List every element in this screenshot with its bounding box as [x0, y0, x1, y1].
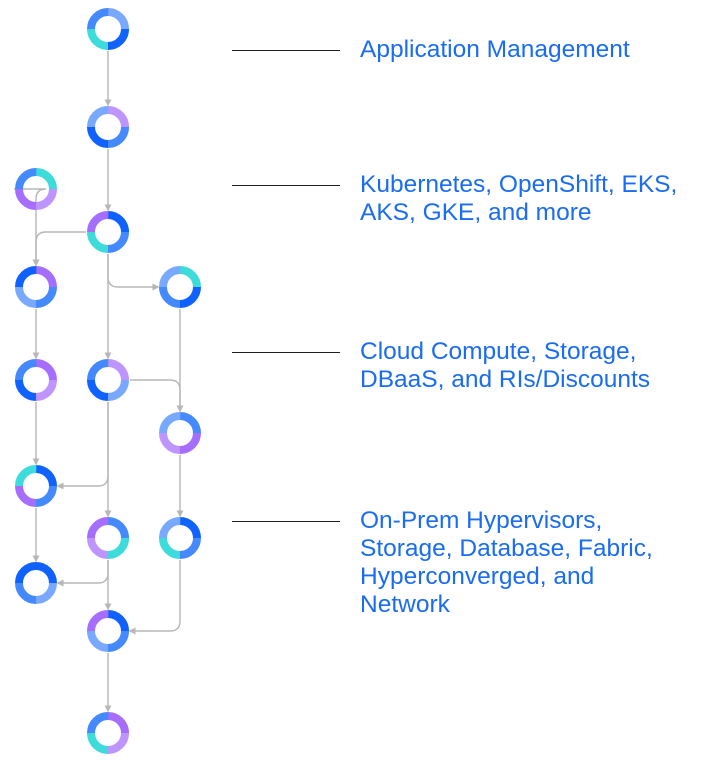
ring-node-icon [87, 106, 129, 148]
ring-node-icon [159, 517, 201, 559]
ring-segment [107, 106, 129, 128]
ring-segment [107, 537, 129, 559]
ring-segment [87, 732, 109, 754]
leader-line [232, 521, 340, 522]
ring-node-icon [15, 359, 57, 401]
ring-node-icon [87, 211, 129, 253]
ring-segment [159, 286, 181, 308]
edge-n8-n9 [130, 379, 184, 413]
ring-segment [107, 211, 129, 233]
label-text: On-Prem Hypervisors, Storage, Database, … [360, 507, 653, 618]
ring-segment [87, 126, 109, 148]
ring-segment [179, 517, 201, 539]
ring-node-icon [87, 359, 129, 401]
ring-node-icon [15, 465, 57, 507]
ring-segment [15, 266, 37, 288]
ring-segment [35, 359, 57, 381]
label-text: Cloud Compute, Storage, DBaaS, and RIs/D… [360, 338, 651, 393]
ring-segment [107, 28, 129, 50]
ring-segment [107, 359, 129, 381]
ring-node-icon [87, 712, 129, 754]
ring-segment [35, 582, 57, 604]
ring-segment [87, 517, 109, 539]
ring-segment [87, 231, 109, 253]
ring-segment [35, 562, 57, 584]
ring-segment [159, 412, 181, 434]
ring-segment [35, 286, 57, 308]
edges-layer [14, 51, 184, 713]
label-text: Application Management [360, 36, 630, 63]
ring-segment [159, 266, 181, 288]
ring-segment [15, 188, 37, 210]
ring-segment [15, 379, 37, 401]
ring-segment [15, 168, 37, 190]
ring-segment [15, 562, 37, 584]
ring-node-icon [87, 8, 129, 50]
ring-segment [107, 517, 129, 539]
label-text: Kubernetes, OpenShift, EKS, AKS, GKE, an… [360, 171, 678, 226]
ring-segment [35, 168, 57, 190]
ring-segment [179, 412, 201, 434]
ring-segment [87, 211, 109, 233]
ring-segment [179, 537, 201, 559]
edge-n8-n10 [56, 402, 109, 490]
leader-line [232, 352, 340, 353]
ring-segment [107, 126, 129, 148]
ring-node-icon [15, 168, 57, 210]
ring-segment [15, 485, 37, 507]
ring-segment [15, 286, 37, 308]
ring-segment [35, 188, 57, 210]
ring-segment [35, 465, 57, 487]
ring-segment [107, 231, 129, 253]
ring-segment [107, 712, 129, 734]
ring-segment [107, 630, 129, 652]
ring-segment [87, 8, 109, 30]
ring-segment [87, 379, 109, 401]
ring-segment [87, 712, 109, 734]
ring-segment [87, 106, 109, 128]
edge-n4-n6 [107, 254, 160, 291]
ring-segment [179, 432, 201, 454]
edge-n4-n5 [32, 231, 86, 267]
leader-line [232, 50, 340, 51]
ring-node-icon [87, 517, 129, 559]
ring-segment [87, 537, 109, 559]
ring-segment [35, 266, 57, 288]
ring-segment [179, 266, 201, 288]
ring-segment [87, 28, 109, 50]
ring-segment [107, 379, 129, 401]
ring-segment [15, 582, 37, 604]
ring-segment [15, 465, 37, 487]
ring-segment [159, 432, 181, 454]
ring-segment [107, 732, 129, 754]
ring-segment [87, 610, 109, 632]
ring-segment [107, 8, 129, 30]
ring-node-icon [159, 412, 201, 454]
ring-segment [35, 485, 57, 507]
ring-node-icon [87, 610, 129, 652]
edge-n11-n12 [56, 560, 109, 587]
ring-segment [159, 517, 181, 539]
ring-node-icon [15, 266, 57, 308]
ring-segment [159, 537, 181, 559]
nodes-layer [15, 8, 201, 754]
ring-node-icon [159, 266, 201, 308]
ring-segment [179, 286, 201, 308]
ring-segment [87, 630, 109, 652]
ring-segment [15, 359, 37, 381]
ring-node-icon [15, 562, 57, 604]
edge-n13-n14 [128, 560, 181, 635]
ring-segment [107, 610, 129, 632]
edge-n3-n5 [14, 188, 47, 267]
ring-segment [87, 359, 109, 381]
leader-line [232, 185, 340, 186]
ring-segment [35, 379, 57, 401]
